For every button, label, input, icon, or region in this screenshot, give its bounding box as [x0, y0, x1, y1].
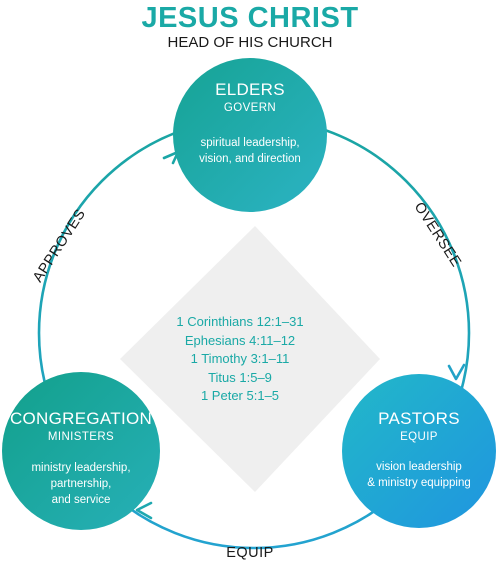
congregation-desc-line: and service — [51, 494, 111, 506]
pastors-desc-line: vision leadership — [376, 461, 462, 473]
elders-desc-line: vision, and direction — [199, 153, 301, 165]
arrowhead-oversee — [447, 363, 466, 381]
edge-label-equip: EQUIP — [226, 545, 274, 561]
elders-description: spiritual leadership, vision, and direct… — [173, 135, 327, 167]
scripture-diamond — [120, 226, 380, 492]
diagram-subtitle: HEAD OF HIS CHURCH — [167, 34, 333, 51]
congregation-desc-line: ministry leadership, — [31, 462, 131, 474]
pastors-name: PASTORS — [378, 409, 460, 428]
scripture-reference: Titus 1:5–9 — [208, 369, 272, 385]
pastors-desc-line: & ministry equipping — [367, 477, 471, 489]
arrowhead-equip — [135, 501, 153, 520]
congregation-circle — [2, 372, 160, 530]
congregation-role: MINISTERS — [47, 431, 115, 443]
elders-circle — [173, 58, 327, 212]
diagram-title: JESUS CHRIST — [141, 2, 359, 34]
congregation-name: CONGREGATION — [9, 409, 153, 428]
pastors-description: vision leadership & ministry equipping — [342, 459, 496, 491]
elders-name: ELDERS — [215, 80, 285, 99]
edge-label-approves: APPROVES — [30, 206, 89, 285]
pastors-circle — [342, 374, 496, 528]
congregation-description: ministry leadership, partnership, and se… — [2, 460, 160, 508]
elders-desc-line: spiritual leadership, — [200, 137, 300, 149]
congregation-desc-line: partnership, — [50, 478, 112, 490]
scripture-reference: 1 Corinthians 12:1–31 — [176, 314, 304, 329]
scripture-reference: 1 Timothy 3:1–11 — [190, 351, 290, 366]
pastors-role: EQUIP — [400, 431, 438, 443]
scripture-reference: 1 Peter 5:1–5 — [200, 388, 280, 403]
elders-role: GOVERN — [223, 102, 277, 114]
scripture-references: 1 Corinthians 12:1–31 Ephesians 4:11–12 … — [150, 313, 330, 406]
scripture-reference: Ephesians 4:11–12 — [184, 332, 296, 348]
edge-label-oversee: OVERSEE — [411, 200, 465, 270]
